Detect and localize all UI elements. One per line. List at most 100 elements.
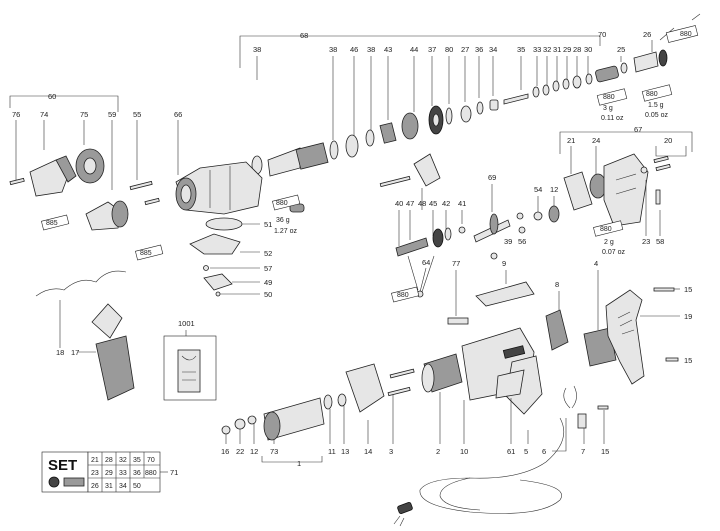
callout-15-top: 15 <box>684 285 692 294</box>
set-r2c1: 31 <box>105 483 113 490</box>
grease-880-right: 880 <box>646 91 658 98</box>
callout-16: 16 <box>221 447 229 456</box>
callout-7: 7 <box>581 447 585 456</box>
label-box-1001: 1001 <box>163 319 217 401</box>
set-r0c3: 35 <box>133 457 141 464</box>
callout-15-mid: 15 <box>684 356 692 365</box>
callout-75: 75 <box>80 110 88 119</box>
callout-38c: 38 <box>367 45 375 54</box>
handle-and-bit: 18 17 <box>35 270 135 401</box>
set-r1c0: 23 <box>91 470 99 477</box>
callout-70: 70 <box>598 30 606 39</box>
callout-45: 45 <box>429 199 437 208</box>
callout-59: 59 <box>108 110 116 119</box>
set-title: SET <box>48 457 77 474</box>
callout-1: 1 <box>297 459 301 468</box>
callout-5: 5 <box>524 447 528 456</box>
callout-11: 11 <box>328 447 336 456</box>
gear-cluster: 40 47 48 45 42 41 64 880 69 54 12 39 56 <box>379 153 560 303</box>
callout-46: 46 <box>350 45 358 54</box>
callout-12: 12 <box>250 447 258 456</box>
callout-29: 29 <box>563 45 571 54</box>
callout-55: 55 <box>133 110 141 119</box>
grease-880-top: 880 <box>680 31 692 38</box>
set-r1c3: 36 <box>133 470 141 477</box>
grease-spec-top-right: 880 880 3 g 0.11 oz 880 1.5 g 0.05 oz <box>596 13 701 122</box>
callout-15-bottom: 15 <box>601 447 609 456</box>
grease-3g: 3 g <box>603 105 613 112</box>
callout-26: 26 <box>643 30 651 39</box>
callout-67: 67 <box>634 125 642 134</box>
callout-23: 23 <box>642 237 650 246</box>
callout-50: 50 <box>264 290 272 299</box>
callout-10: 10 <box>460 447 468 456</box>
grease-880-gears: 880 <box>397 292 409 299</box>
callout-13: 13 <box>341 447 349 456</box>
callout-47: 47 <box>406 199 414 208</box>
grease-885-a: 885 <box>46 220 58 227</box>
top-row-callouts: 38 38 46 38 43 44 37 80 27 36 34 35 33 3… <box>253 30 653 140</box>
grease-36g: 36 g <box>276 217 290 224</box>
set-r2c0: 26 <box>91 483 99 490</box>
callout-74: 74 <box>40 110 48 119</box>
set-r2c3: 50 <box>133 483 141 490</box>
set-r1c4: 880 <box>145 470 157 477</box>
callout-1001: 1001 <box>178 319 195 328</box>
callout-38a: 38 <box>253 45 261 54</box>
set-r0c0: 21 <box>91 457 99 464</box>
callout-24: 24 <box>592 136 600 145</box>
callout-37: 37 <box>428 45 436 54</box>
set-r2c2: 34 <box>119 483 127 490</box>
set-r1c2: 33 <box>119 470 127 477</box>
callout-49: 49 <box>264 278 272 287</box>
callout-4: 4 <box>594 259 598 268</box>
grease-880-head: 880 <box>276 200 288 207</box>
callout-34: 34 <box>489 45 497 54</box>
callout-57: 57 <box>264 264 272 273</box>
grease-15g: 1.5 g <box>648 102 664 109</box>
callout-27: 27 <box>461 45 469 54</box>
armature-row: 16 22 12 73 11 13 14 3 1 <box>221 363 415 468</box>
grease-007oz: 0.07 oz <box>602 249 625 256</box>
set-r0c4: 70 <box>147 457 155 464</box>
set-r0c2: 32 <box>119 457 127 464</box>
grease-880-mid: 880 <box>603 94 615 101</box>
callout-17: 17 <box>71 348 79 357</box>
callout-9: 9 <box>502 259 506 268</box>
callout-80: 80 <box>445 45 453 54</box>
callout-12-gear: 12 <box>550 185 558 194</box>
callout-52: 52 <box>264 249 272 258</box>
callout-77: 77 <box>452 259 460 268</box>
callout-14: 14 <box>364 447 372 456</box>
callout-42: 42 <box>442 199 450 208</box>
callout-44: 44 <box>410 45 418 54</box>
chuck-group-60: 60 76 74 75 59 55 66 885 885 <box>9 92 182 261</box>
callout-3: 3 <box>389 447 393 456</box>
callout-68: 68 <box>300 31 308 40</box>
callout-60: 60 <box>48 92 56 101</box>
callout-32: 32 <box>543 45 551 54</box>
callout-38b: 38 <box>329 45 337 54</box>
gear-cover-group-67: 67 21 24 880 2 g 0.07 oz 23 58 20 <box>559 125 693 256</box>
callout-41: 41 <box>458 199 466 208</box>
callout-39: 39 <box>504 237 512 246</box>
callout-64: 64 <box>422 258 430 267</box>
set-r1c1: 29 <box>105 470 113 477</box>
group-68-bracket: 68 <box>239 31 601 68</box>
callout-25: 25 <box>617 45 625 54</box>
set-ref-71: 71 <box>170 468 178 477</box>
callout-21: 21 <box>567 136 575 145</box>
callout-31: 31 <box>553 45 561 54</box>
set-r0c1: 28 <box>105 457 113 464</box>
callout-69: 69 <box>488 173 496 182</box>
callout-19: 19 <box>684 312 692 321</box>
power-cable: 6 7 15 <box>393 385 609 527</box>
callout-6: 6 <box>542 447 546 456</box>
callout-35: 35 <box>517 45 525 54</box>
grease-005oz: 0.05 oz <box>645 112 668 119</box>
grease-011oz: 0.11 oz <box>601 115 624 122</box>
callout-76: 76 <box>12 110 20 119</box>
grease-885-b: 885 <box>140 250 152 257</box>
callout-66: 66 <box>174 110 182 119</box>
